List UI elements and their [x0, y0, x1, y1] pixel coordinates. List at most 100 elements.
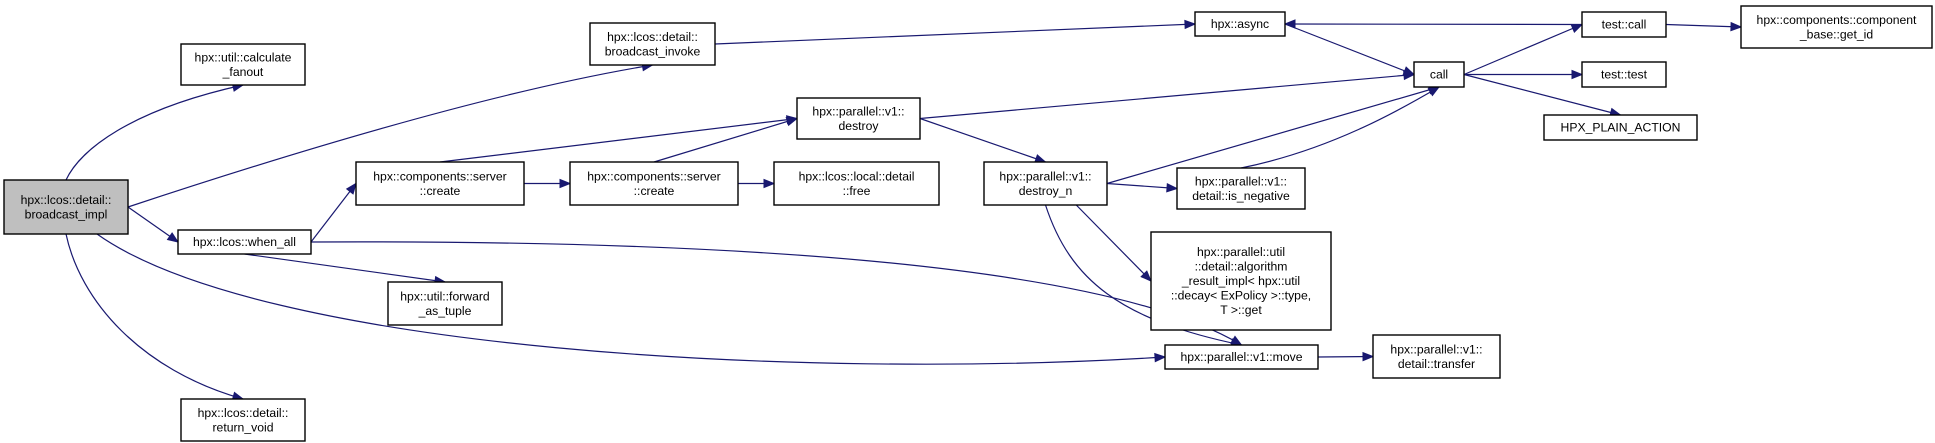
edge-line [65, 84, 244, 181]
edge-when_all-to-server_create1 [310, 182, 357, 243]
edge-line [653, 117, 798, 163]
edge-line [1284, 23, 1583, 26]
edge-line [1240, 86, 1440, 169]
node-async[interactable]: hpx::async [1194, 11, 1286, 37]
node-box [177, 229, 312, 255]
edge-line [96, 233, 1166, 365]
edge-line [127, 64, 653, 208]
edge-broadcast_invoke-to-async [714, 19, 1197, 45]
edge-test_call-to-get_id [1665, 21, 1743, 32]
node-box [1164, 344, 1319, 370]
node-label-line: destroy [839, 119, 880, 133]
nodes-layer: hpx::lcos::detail::broadcast_implhpx::ut… [3, 5, 1933, 442]
arrowhead [1154, 352, 1167, 363]
arrowhead [1362, 351, 1375, 362]
node-box [3, 179, 129, 235]
node-label-line: hpx::components::server [587, 169, 720, 183]
node-broadcast-impl[interactable]: hpx::lcos::detail::broadcast_impl [3, 179, 129, 235]
arrowhead [785, 117, 799, 127]
node-label-line: hpx::lcos::when_all [193, 235, 296, 249]
node-label-line: hpx::lcos::detail:: [607, 30, 698, 44]
edge-line [919, 117, 1046, 163]
node-server-create1[interactable]: hpx::components::server::create [355, 161, 525, 206]
node-hpx-plain-action[interactable]: HPX_PLAIN_ACTION [1543, 114, 1698, 141]
node-get-id[interactable]: hpx::components::component_base::get_id [1740, 5, 1933, 49]
node-algorithm-result[interactable]: hpx::parallel::util::detail::algorithm_r… [1150, 231, 1332, 331]
node-label-line: call [1430, 68, 1448, 82]
node-move[interactable]: hpx::parallel::v1::move [1164, 344, 1319, 370]
edge-destroy_n-to-is_negative [1106, 182, 1179, 193]
node-label-line: hpx::parallel::util [1197, 245, 1285, 259]
edge-broadcast_impl-to-calculate_fanout [65, 82, 245, 181]
edge-broadcast_impl-to-move [96, 233, 1167, 365]
edge-line [1463, 73, 1621, 116]
node-label-line: hpx::parallel::v1:: [1195, 174, 1287, 188]
node-test-call[interactable]: test::call [1581, 11, 1667, 38]
node-server-create2[interactable]: hpx::components::server::create [569, 161, 739, 206]
arrowhead [1184, 19, 1197, 30]
edge-broadcast_impl-to-return_void [65, 233, 245, 401]
node-label-line: broadcast_invoke [605, 44, 701, 58]
node-label-line: test::test [1601, 68, 1648, 82]
edge-server_create2-to-destroy [653, 117, 799, 163]
node-label-line: HPX_PLAIN_ACTION [1561, 121, 1681, 135]
node-label-line: detail::transfer [1398, 357, 1475, 371]
node-forward-as-tuple[interactable]: hpx::util::forward_as_tuple [387, 281, 503, 326]
node-destroy[interactable]: hpx::parallel::v1::destroy [796, 97, 921, 140]
node-label-line: hpx::lcos::local::detail [799, 169, 915, 183]
node-transfer[interactable]: hpx::parallel::v1::detail::transfer [1372, 334, 1501, 379]
node-box [589, 22, 716, 66]
edge-server_create1-to-server_create2 [524, 178, 572, 189]
arrowhead [559, 178, 572, 189]
node-label-line: _result_impl< hpx::util [1181, 274, 1300, 288]
edge-broadcast_impl-to-when_all [127, 206, 180, 243]
node-box [796, 97, 921, 140]
node-label-line: hpx::parallel::v1:: [999, 169, 1091, 183]
edge-line [244, 253, 446, 283]
node-box [180, 43, 306, 86]
arrowhead [345, 182, 357, 195]
edge-server_create2-to-local_free [738, 178, 776, 189]
node-label-line: ::create [420, 184, 461, 198]
node-box [1176, 167, 1306, 210]
node-box [1372, 334, 1501, 379]
node-is-negative[interactable]: hpx::parallel::v1::detail::is_negative [1176, 167, 1306, 210]
edge-move-to-transfer [1317, 351, 1375, 362]
node-call[interactable]: call [1413, 61, 1465, 88]
edge-async-to-call [1284, 23, 1416, 76]
node-calculate-fanout[interactable]: hpx::util::calculate_fanout [180, 43, 306, 86]
node-box [180, 398, 306, 442]
node-box [569, 161, 739, 206]
edge-destroy_n-to-algorithm_result [1075, 204, 1152, 282]
node-when-all[interactable]: hpx::lcos::when_all [177, 229, 312, 255]
node-box [387, 281, 503, 326]
edge-line [1106, 182, 1178, 190]
node-label-line: T >::get [1220, 303, 1262, 317]
node-box [1413, 61, 1465, 88]
node-box [983, 161, 1108, 206]
edge-call-to-test_test [1464, 69, 1584, 80]
node-label-line: _base::get_id [1799, 27, 1873, 41]
edge-is_negative-to-call [1240, 86, 1441, 169]
arrowhead [1571, 69, 1584, 80]
edge-call-to-test_call [1463, 23, 1584, 76]
edge-line [1284, 23, 1415, 76]
node-label-line: ::detail::algorithm [1195, 260, 1288, 274]
edge-line [1044, 204, 1242, 346]
edge-when_all-to-forward_as_tuple [244, 253, 447, 286]
node-label-line: destroy_n [1019, 184, 1073, 198]
node-label-line: _as_tuple [418, 304, 472, 318]
node-test-test[interactable]: test::test [1581, 61, 1667, 88]
node-box [1581, 11, 1667, 38]
node-label-line: _fanout [222, 65, 264, 79]
edge-line [65, 233, 244, 400]
node-destroy-n[interactable]: hpx::parallel::v1::destroy_n [983, 161, 1108, 206]
node-local-free[interactable]: hpx::lcos::local::detail::free [773, 161, 940, 206]
arrowhead [1283, 19, 1296, 29]
node-box [1581, 61, 1667, 88]
node-label-line: broadcast_impl [25, 207, 108, 221]
edge-line [1463, 23, 1583, 76]
node-broadcast-invoke[interactable]: hpx::lcos::detail::broadcast_invoke [589, 22, 716, 66]
node-label-line: hpx::components::component [1757, 13, 1918, 27]
node-return-void[interactable]: hpx::lcos::detail::return_void [180, 398, 306, 442]
